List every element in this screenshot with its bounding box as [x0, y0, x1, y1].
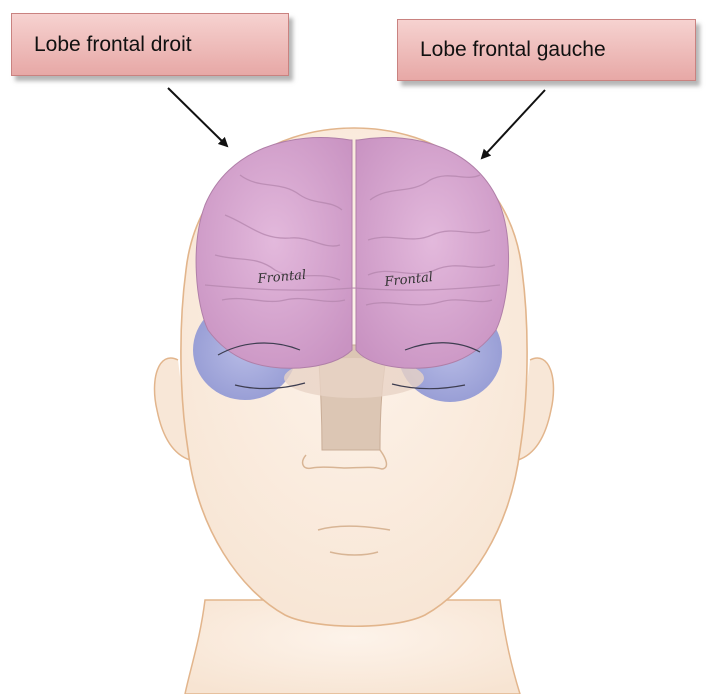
frontal-lobe-right-hemisphere: [196, 138, 352, 369]
label-right-frontal-lobe: Lobe frontal droit: [11, 13, 289, 76]
arrow-left: [168, 88, 227, 146]
label-left-frontal-lobe-text: Lobe frontal gauche: [420, 38, 606, 62]
label-right-frontal-lobe-text: Lobe frontal droit: [34, 33, 192, 57]
label-left-frontal-lobe: Lobe frontal gauche: [397, 19, 696, 81]
frontal-lobe-left-hemisphere: [356, 138, 509, 369]
arrow-right: [482, 90, 545, 158]
